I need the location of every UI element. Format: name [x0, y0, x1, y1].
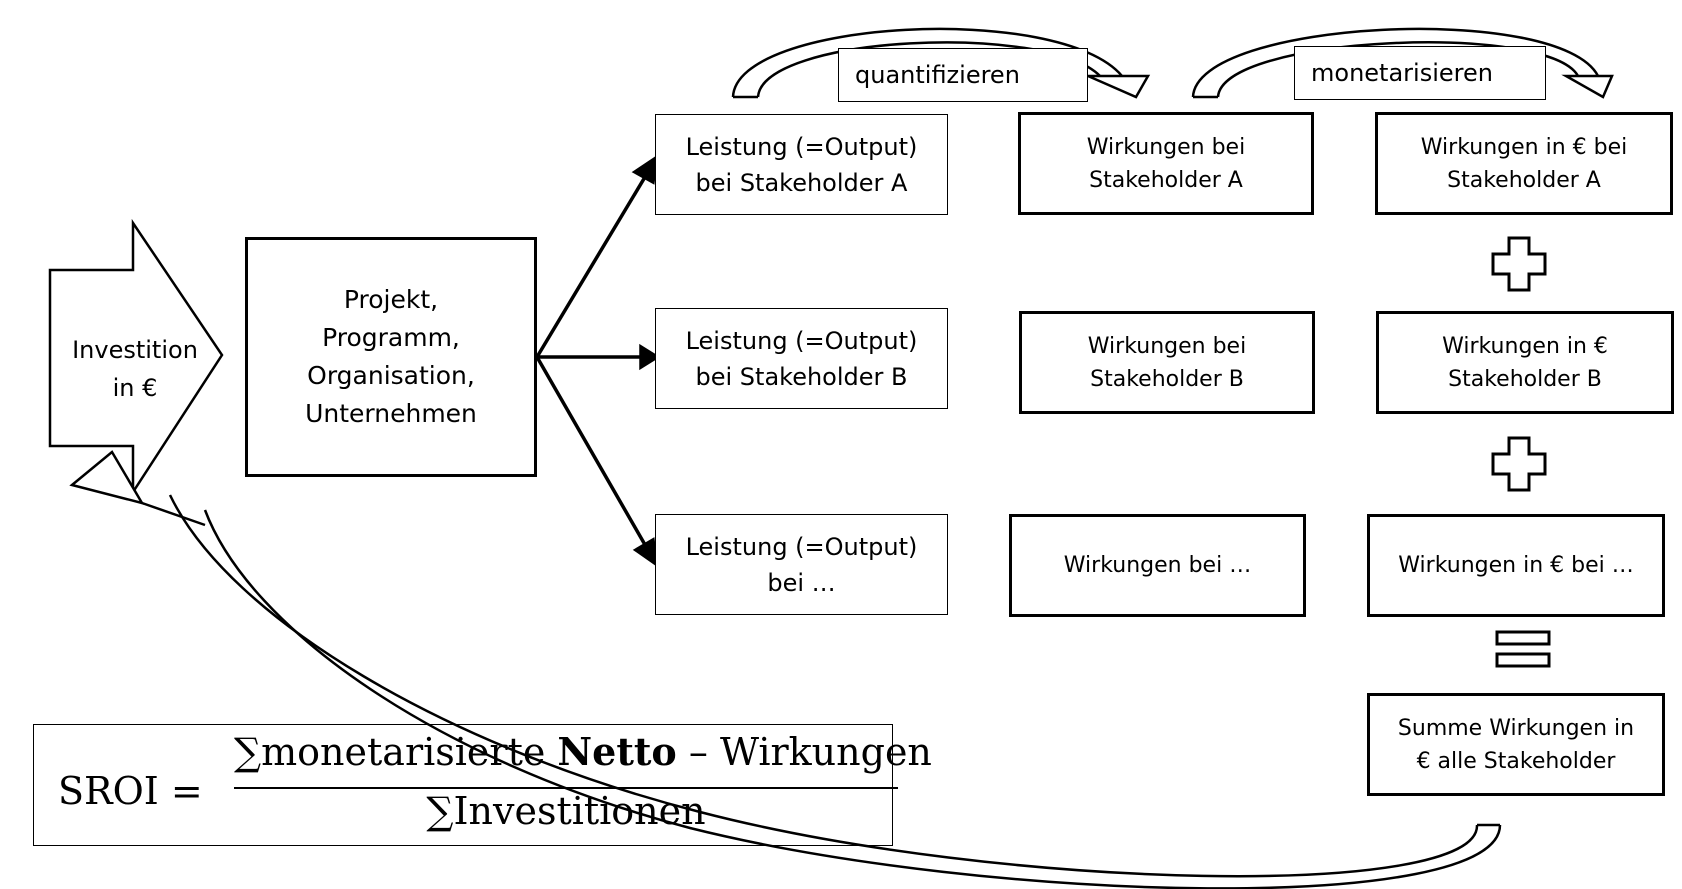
equals-sign	[1495, 630, 1551, 668]
return-curve-arrow	[69, 450, 1502, 889]
monetize-label: monetarisieren	[1294, 46, 1546, 100]
investment-arrow-shape	[48, 218, 224, 497]
formula-num-bold: Netto	[557, 729, 677, 774]
total-box: Summe Wirkungen in € alle Stakeholder	[1367, 693, 1665, 796]
money-box-a: Wirkungen in € bei Stakeholder A	[1375, 112, 1673, 215]
plus-sign-2	[1491, 436, 1547, 492]
formula-lhs: SROI =	[58, 769, 203, 813]
output-box-other: Leistung (=Output) bei …	[655, 514, 948, 615]
effect-box-a: Wirkungen bei Stakeholder A	[1018, 112, 1314, 215]
plus-sign-1	[1491, 236, 1547, 292]
effect-box-other: Wirkungen bei …	[1009, 514, 1306, 617]
output-box-b: Leistung (=Output) bei Stakeholder B	[655, 308, 948, 409]
money-box-b: Wirkungen in € Stakeholder B	[1376, 311, 1674, 414]
investment-label: Investition in €	[72, 336, 198, 402]
formula-denominator: ∑Investitionen	[426, 789, 706, 833]
formula-sum-symbol: ∑	[234, 730, 262, 774]
quantify-label: quantifizieren	[838, 48, 1088, 102]
monetize-curve-arrow	[1191, 27, 1614, 99]
sroi-formula: SROI = ∑monetarisierte Netto – Wirkungen…	[33, 724, 932, 846]
output-arrows	[535, 154, 661, 568]
money-box-other: Wirkungen in € bei …	[1367, 514, 1665, 617]
formula-num-post: – Wirkungen	[676, 730, 932, 774]
formula-num-pre: monetarisierte	[261, 730, 558, 774]
output-box-a: Leistung (=Output) bei Stakeholder A	[655, 114, 948, 215]
project-box: Projekt, Programm, Organisation, Unterne…	[245, 237, 537, 477]
formula-numerator: ∑monetarisierte Netto – Wirkungen	[234, 729, 932, 774]
effect-box-b: Wirkungen bei Stakeholder B	[1019, 311, 1315, 414]
